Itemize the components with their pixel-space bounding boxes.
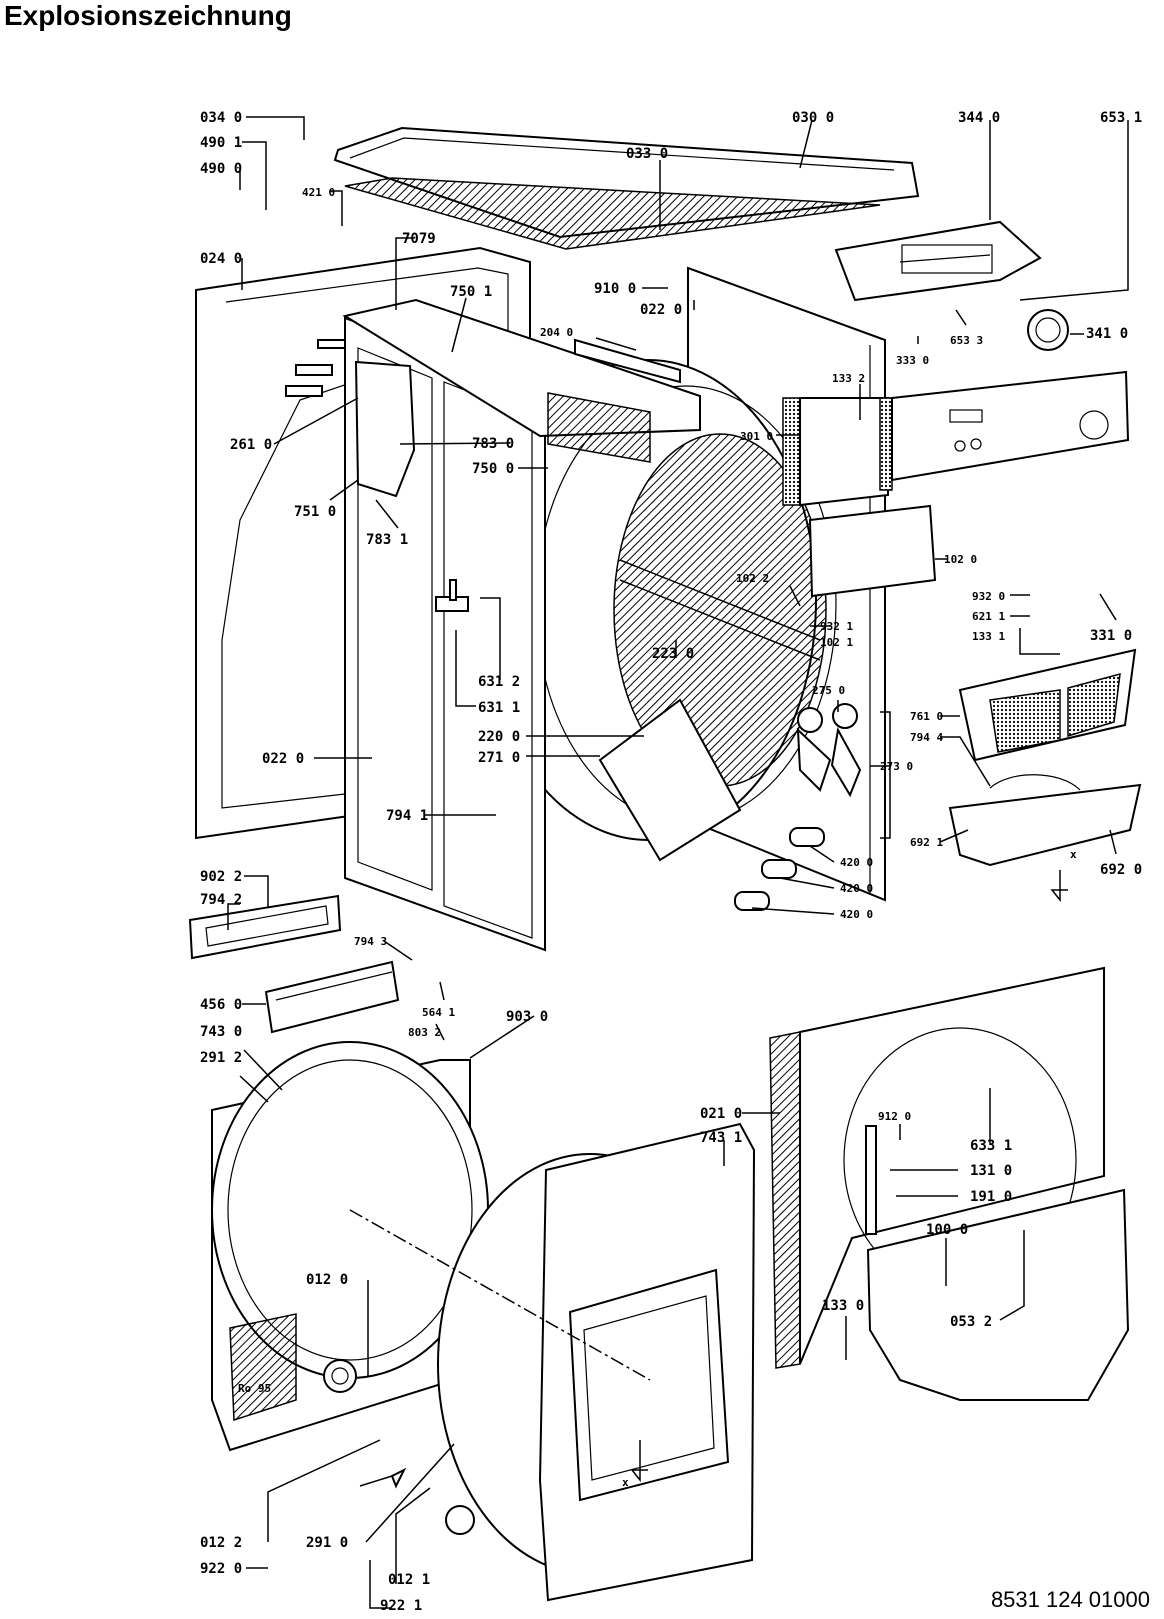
front-arrow-mark: x (1070, 848, 1077, 861)
label-024-0: 024 0 (200, 251, 242, 267)
label-291-0: 291 0 (306, 1535, 348, 1551)
drum (479, 359, 837, 862)
label-7079: 7079 (402, 231, 436, 247)
label-653-1: 653 1 (1100, 110, 1142, 126)
label-932-0: 932 0 (972, 590, 1005, 603)
door-panel (866, 1188, 1130, 1401)
label-903-0: 903 0 (506, 1009, 548, 1025)
ro-stamp: Ro 95 (238, 1382, 271, 1395)
label-030-0: 030 0 (792, 110, 834, 126)
label-102-0: 102 0 (944, 553, 977, 566)
label-490-0: 490 0 (200, 161, 242, 177)
label-653-3: 653 3 (950, 334, 983, 347)
label-633-1: 633 1 (970, 1138, 1012, 1154)
label-102-1: 102 1 (820, 636, 853, 649)
front-drum-support (437, 1122, 756, 1602)
label-692-0: 692 0 (1100, 862, 1142, 878)
label-331-0: 331 0 (1090, 628, 1132, 644)
label-794-2: 794 2 (200, 892, 242, 908)
label-761-0: 761 0 (910, 710, 943, 723)
label-912-0: 912 0 (878, 1110, 911, 1123)
part-labels: 034 0 490 1 490 0 421 0 024 0 030 0 033 … (200, 110, 1142, 1614)
label-932-1: 932 1 (820, 620, 853, 633)
label-420-0-a: 420 0 (840, 856, 873, 869)
label-220-0: 220 0 (478, 729, 520, 745)
label-133-1: 133 1 (972, 630, 1005, 643)
label-301-0: 301 0 (740, 430, 773, 443)
top-crossmember (342, 298, 701, 463)
label-033-0: 033 0 (626, 146, 668, 162)
label-100-0: 100 0 (926, 1222, 968, 1238)
label-631-1: 631 1 (478, 700, 520, 716)
label-743-1: 743 1 (700, 1130, 742, 1146)
label-421-0: 421 0 (302, 186, 335, 199)
filter-housing (948, 783, 1142, 867)
label-273-0: 273 0 (880, 760, 913, 773)
top-cover (333, 126, 920, 250)
label-022-0-top: 022 0 (640, 302, 682, 318)
label-910-0: 910 0 (594, 281, 636, 297)
label-333-0: 333 0 (896, 354, 929, 367)
label-420-0-c: 420 0 (840, 908, 873, 921)
label-902-2: 902 2 (200, 869, 242, 885)
label-783-1: 783 1 (366, 532, 408, 548)
label-012-2: 012 2 (200, 1535, 242, 1551)
control-board (834, 220, 1042, 302)
label-344-0: 344 0 (958, 110, 1000, 126)
label-131-0: 131 0 (970, 1163, 1012, 1179)
label-275-0: 275 0 (812, 684, 845, 697)
label-922-1: 922 1 (380, 1598, 422, 1614)
door-handle-cover (808, 504, 937, 598)
label-621-1: 621 1 (972, 610, 1005, 623)
label-803-2: 803 2 (408, 1026, 441, 1039)
label-750-1: 750 1 (450, 284, 492, 300)
label-783-0: 783 0 (472, 436, 514, 452)
front-panel (769, 966, 1105, 1369)
label-012-1: 012 1 (388, 1572, 430, 1588)
label-456-0: 456 0 (200, 997, 242, 1013)
label-751-0: 751 0 (294, 504, 336, 520)
tensioner-assembly (796, 703, 862, 798)
front-frame (344, 316, 546, 952)
label-631-2: 631 2 (478, 674, 520, 690)
label-291-2: 291 2 (200, 1050, 242, 1066)
label-922-0: 922 0 (200, 1561, 242, 1577)
label-794-4: 794 4 (910, 731, 943, 744)
label-692-1: 692 1 (910, 836, 943, 849)
leader-lines (227, 116, 1129, 1609)
label-102-2: 102 2 (736, 572, 769, 585)
label-012-0: 012 0 (306, 1272, 348, 1288)
label-034-0: 034 0 (200, 110, 242, 126)
label-271-0: 271 0 (478, 750, 520, 766)
label-261-0: 261 0 (230, 437, 272, 453)
label-743-0: 743 0 (200, 1024, 242, 1040)
capacitors (734, 827, 825, 911)
page-title: Explosionszeichnung (4, 0, 292, 31)
label-341-0: 341 0 (1086, 326, 1128, 342)
rear-arrow-mark: x (622, 1476, 629, 1489)
label-204-0: 204 0 (540, 326, 573, 339)
label-750-0: 750 0 (472, 461, 514, 477)
heater-element (188, 894, 400, 1034)
label-021-0: 021 0 (700, 1106, 742, 1122)
label-490-1: 490 1 (200, 135, 242, 151)
label-133-0: 133 0 (822, 1298, 864, 1314)
label-053-2: 053 2 (950, 1314, 992, 1330)
label-022-0-front: 022 0 (262, 751, 304, 767)
label-133-2: 133 2 (832, 372, 865, 385)
label-420-0-b: 420 0 (840, 882, 873, 895)
label-191-0: 191 0 (970, 1189, 1012, 1205)
label-794-3: 794 3 (354, 935, 387, 948)
front-rail (574, 338, 681, 384)
lint-filter (958, 648, 1137, 762)
control-panel-fascia (782, 309, 1130, 507)
seal-794-4 (989, 774, 1081, 791)
label-223-0: 223 0 (652, 646, 694, 662)
label-564-1: 564 1 (422, 1006, 455, 1019)
document-number: 8531 124 01000 (990, 1587, 1150, 1612)
label-794-1: 794 1 (386, 808, 428, 824)
